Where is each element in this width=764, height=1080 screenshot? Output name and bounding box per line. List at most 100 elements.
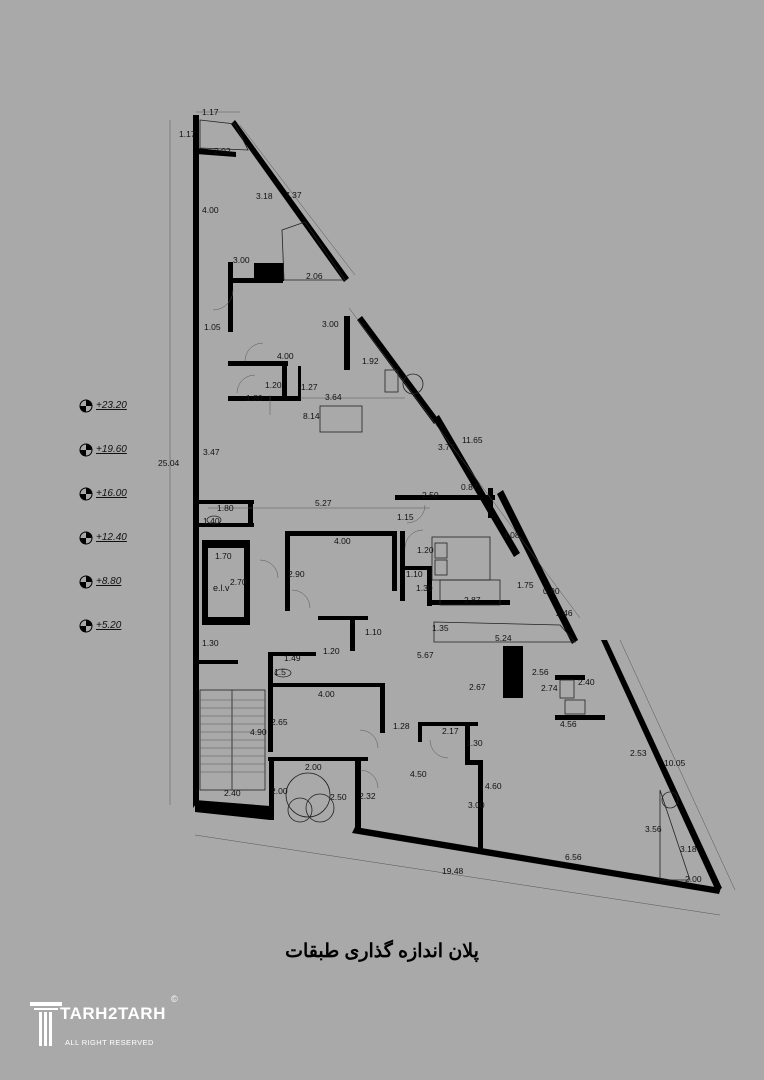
- dimension-lines: [169, 111, 736, 916]
- dim-text: 5.67: [417, 650, 434, 660]
- dim-text: 1.35: [432, 623, 449, 633]
- dim-text: 2.70: [230, 577, 247, 587]
- dim-text: 4.00: [318, 689, 335, 699]
- plan-title: پلان اندازه گذاری طبقات: [285, 941, 479, 962]
- dim-text: 5.24: [495, 633, 512, 643]
- dim-text: 19.48: [442, 866, 464, 876]
- dim-text: 1.20: [265, 380, 282, 390]
- logo-text: TARH2TARH: [60, 1004, 166, 1023]
- dim-text: 2.56: [532, 667, 549, 677]
- stairs: [199, 119, 691, 881]
- dim-text: 2.65: [271, 717, 288, 727]
- dim-text: 3.00: [468, 800, 485, 810]
- dim-text: 2.00: [305, 762, 322, 772]
- dim-text: 8.14: [303, 411, 320, 421]
- logo-tagline: ALL RIGHT RESERVED: [65, 1038, 154, 1047]
- fixtures: [206, 369, 679, 823]
- dim-text: 5.27: [315, 498, 332, 508]
- dim-text: 1.5: [274, 667, 286, 677]
- dim-text: 2.32: [359, 791, 376, 801]
- level-marker: +16.00: [79, 487, 127, 501]
- dim-text: 11.65: [462, 435, 483, 445]
- dim-text: 1.49: [284, 653, 301, 663]
- dim-text: 1.70: [215, 551, 232, 561]
- dim-text: 1.30: [466, 738, 483, 748]
- dim-text: 1.27: [301, 382, 318, 392]
- dim-text: 1.17: [179, 129, 196, 139]
- dim-text: 3.47: [203, 447, 220, 457]
- dim-text: 2.67: [469, 682, 486, 692]
- elevator-label: e.l.v: [213, 583, 230, 593]
- level-marker: +5.20: [79, 619, 122, 633]
- dim-text: 2.50: [330, 792, 347, 802]
- dim-text: 2.00: [271, 786, 288, 796]
- dim-text: 2.50: [422, 490, 439, 500]
- level-markers: +23.20 +19.60 +16.00 +12.40 +8.80 +5.20: [79, 399, 127, 633]
- dim-text: 3.18: [256, 191, 273, 201]
- dim-text: 1.15: [397, 512, 414, 522]
- dim-text: 3.00: [233, 255, 250, 265]
- floor-plan-drawing: +23.20 +19.60 +16.00 +12.40 +8.80 +5.20: [79, 107, 736, 916]
- dim-text: 2.00: [685, 874, 702, 884]
- dim-text: 1.30: [416, 583, 433, 593]
- dim-text: 3.00: [322, 319, 339, 329]
- level-marker: +23.20: [79, 399, 127, 413]
- dim-text: 4.00: [277, 351, 294, 361]
- level-text: +8.80: [96, 576, 122, 587]
- dim-text: 0.90: [543, 586, 560, 596]
- column-logo-icon: [30, 1002, 62, 1046]
- dim-text: 4.00: [334, 536, 351, 546]
- brand-logo: TARH2TARH © ALL RIGHT RESERVED: [30, 994, 190, 1052]
- dimension-texts: 1.17 1.17 2.02 3.18 7.37 4.00 3.00 2.06 …: [158, 107, 702, 884]
- dim-text: 4.50: [410, 769, 427, 779]
- dim-text: 3.77: [438, 442, 455, 452]
- level-text: +5.20: [96, 620, 122, 631]
- dim-text: 4.90: [250, 727, 267, 737]
- interior-walls: [198, 262, 605, 850]
- dim-text: 10.05: [664, 758, 686, 768]
- dim-text: 2.90: [288, 569, 305, 579]
- dim-text: 2.06: [306, 271, 323, 281]
- door-swings: [212, 289, 449, 789]
- dim-text: 2.74: [541, 683, 558, 693]
- dim-text: 4.08: [503, 530, 520, 540]
- level-marker: +19.60: [79, 443, 127, 457]
- dim-text: 1.10: [406, 569, 423, 579]
- dim-text: 0.87: [461, 482, 478, 492]
- dim-text: 1.05: [204, 322, 221, 332]
- dim-text: 4.60: [485, 781, 502, 791]
- dim-text: 3.18: [680, 844, 697, 854]
- dim-text: 4.00: [202, 205, 219, 215]
- dim-text: 1.20: [323, 646, 340, 656]
- dim-text: 2.46: [556, 608, 573, 618]
- dim-text: 2.02: [214, 146, 231, 156]
- dim-text: 1.17: [202, 107, 219, 117]
- level-marker: +8.80: [79, 575, 122, 589]
- dim-text: 6.56: [565, 852, 582, 862]
- dim-text: 1.80: [246, 393, 263, 403]
- dim-text: 2.17: [442, 726, 459, 736]
- outer-walls: [193, 115, 722, 894]
- dim-text: 1.92: [362, 356, 379, 366]
- dim-text: 25.04: [158, 458, 180, 468]
- dim-text: 2.40: [224, 788, 241, 798]
- level-text: +16.00: [96, 488, 127, 499]
- dim-text: 1.40: [203, 516, 220, 526]
- dim-text: 1.80: [217, 503, 234, 513]
- dim-text: 1.30: [202, 638, 219, 648]
- dim-text: 7.37: [285, 190, 302, 200]
- level-text: +19.60: [96, 444, 127, 455]
- dim-text: 1.10: [365, 627, 382, 637]
- level-marker: +12.40: [79, 531, 127, 545]
- dim-text: 3.56: [645, 824, 662, 834]
- dim-text: 2.40: [578, 677, 595, 687]
- dim-text: 4.56: [560, 719, 577, 729]
- dim-text: 1.20: [417, 545, 434, 555]
- dim-text: 1.28: [393, 721, 410, 731]
- level-text: +12.40: [96, 532, 127, 543]
- dim-text: 2.87: [464, 595, 481, 605]
- copyright-icon: ©: [171, 994, 178, 1004]
- level-text: +23.20: [96, 400, 127, 411]
- dim-text: 3.64: [325, 392, 342, 402]
- dim-text: 2.53: [630, 748, 647, 758]
